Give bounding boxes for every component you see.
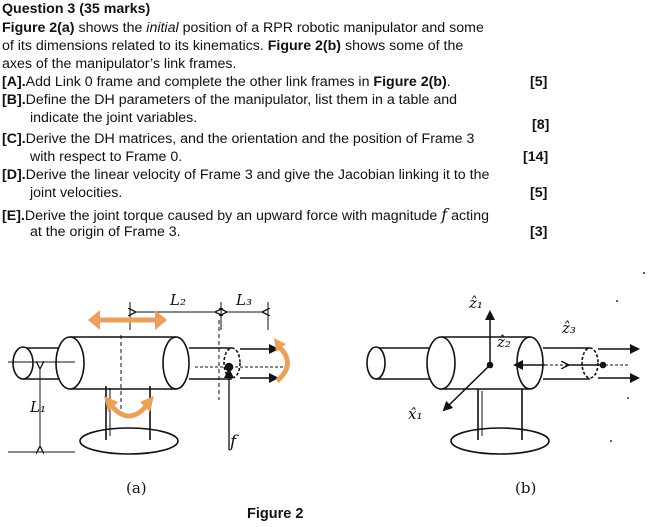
intro-line-2: of its dimensions related to its kinemat… (2, 38, 463, 55)
part-e-marks: [3] (530, 224, 548, 240)
part-a-marks: [5] (530, 74, 548, 90)
label-L1: L₁ (30, 398, 46, 416)
part-a-after: . (446, 74, 451, 90)
part-c-marks: [14] (523, 149, 549, 165)
caption-a: (a) (126, 479, 147, 497)
part-a-text: Add Link 0 frame and complete the other … (25, 74, 374, 90)
question-title: Question 3 (35 marks) (2, 1, 151, 17)
part-b-label: [B]. (2, 92, 26, 108)
part-d-marks: [5] (530, 185, 548, 201)
fig-b-ref: Figure 2(b) (267, 38, 342, 54)
part-d: [D].Derive the linear velocity of Frame … (2, 167, 489, 184)
part-b-marks: [8] (532, 117, 550, 133)
part-e-text-2: acting (447, 208, 489, 224)
joint-cylinder-a (70, 336, 176, 390)
part-e-line-2: at the origin of Frame 3. (30, 224, 181, 240)
part-a-label: [A]. (2, 74, 26, 90)
x1-axis (442, 364, 491, 412)
motion-arrows-a (88, 310, 290, 419)
part-c: [C].Derive the DH matrices, and the orie… (2, 131, 474, 148)
figure-a (8, 302, 290, 455)
intro-text-4: shows some of the (341, 38, 464, 54)
label-x1: x̂₁ (408, 405, 423, 423)
part-d-line-2: joint velocities. (30, 185, 123, 201)
part-c-line-2: with respect to Frame 0. (30, 149, 183, 165)
part-c-label: [C]. (2, 131, 26, 147)
label-L3: L₃ (236, 291, 252, 309)
label-L2: L₂ (170, 291, 186, 309)
part-d-text-1: Derive the linear velocity of Frame 3 an… (25, 167, 490, 183)
part-a-ref: Figure 2(b) (373, 74, 447, 90)
part-b-text-1: Define the DH parameters of the manipula… (25, 92, 308, 108)
intro-text-3: of its dimensions related to its kinemat… (2, 38, 268, 54)
part-e-f: f (441, 205, 448, 224)
base-b (450, 427, 550, 455)
part-e-label: [E]. (2, 208, 25, 224)
fig-a-ref: Figure 2(a) (2, 20, 75, 36)
intro-line-1: Figure 2(a) shows the initial position o… (2, 20, 484, 37)
intro-line-3: axes of the manipulator’s link frames. (2, 56, 237, 72)
label-f: f (230, 432, 237, 452)
part-d-label: [D]. (2, 167, 26, 183)
part-b-line-2: indicate the joint variables. (30, 110, 198, 126)
intro-initial: initial (146, 20, 179, 36)
label-z1: ẑ₁ (469, 294, 483, 312)
base-a (79, 427, 179, 455)
part-a: [A].Add Link 0 frame and complete the ot… (2, 74, 451, 91)
intro-text-2: position of a RPR robotic manipulator an… (178, 20, 484, 36)
label-z3: ẑ₃ (562, 319, 576, 337)
figure-b (366, 272, 645, 455)
part-e-text-1: Derive the joint torque caused by an upw… (24, 208, 442, 224)
figure-title: Figure 2 (247, 506, 304, 522)
part-b: [B].Define the DH parameters of the mani… (2, 92, 457, 109)
caption-b: (b) (515, 479, 537, 497)
label-z2: ẑ₂ (497, 333, 511, 351)
intro-text-1: shows the (74, 20, 147, 36)
prismatic-rod-a (189, 347, 232, 380)
part-e: [E].Derive the joint torque caused by an… (2, 206, 489, 225)
part-c-text-1: Derive the DH matrices, and the orientat… (25, 131, 475, 147)
part-b-text-2: , list them in a table and (307, 92, 458, 108)
